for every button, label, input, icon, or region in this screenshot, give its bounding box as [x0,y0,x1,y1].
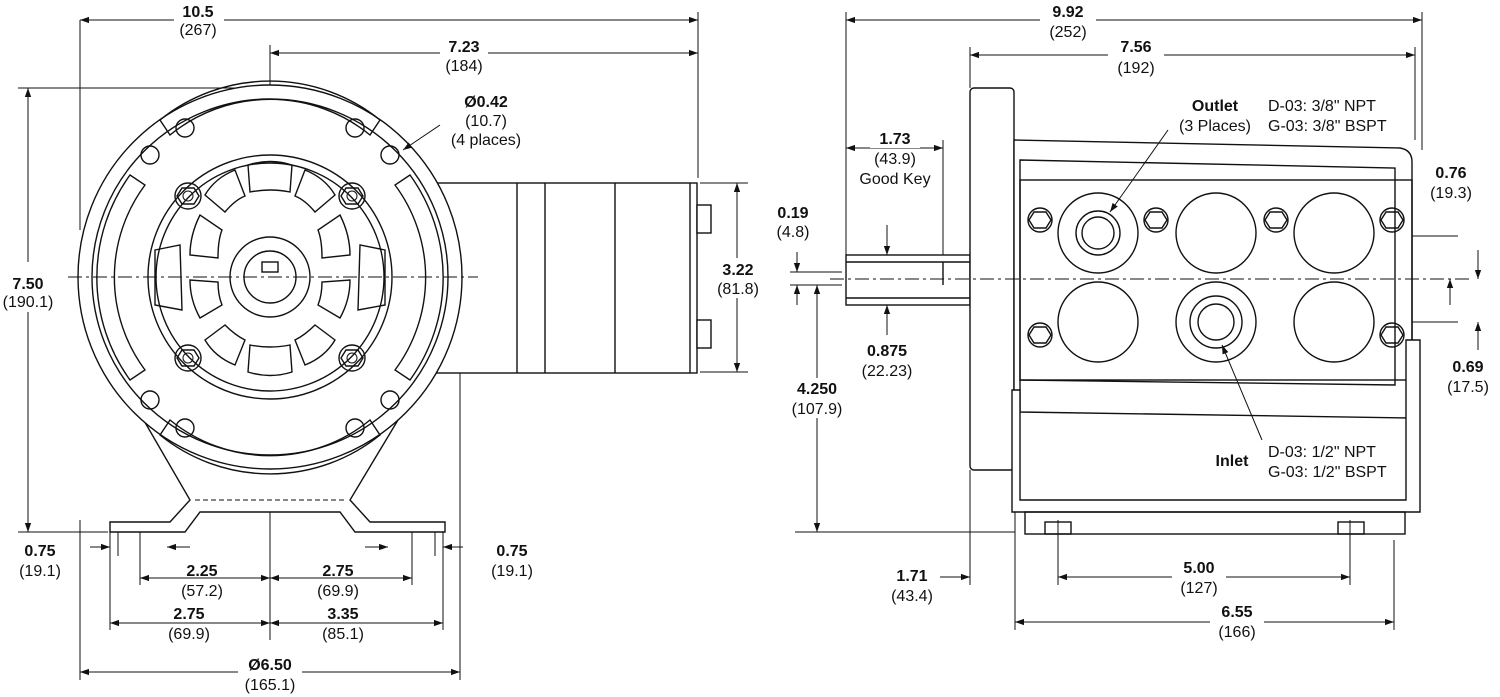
dim-foot-left-metric: (19.1) [19,563,61,580]
dim-shaft-dia-metric: (22.23) [862,363,913,380]
dim-flange-to-hole-metric: (43.4) [891,588,933,605]
dim-shaft-height: 4.250 [797,381,837,398]
dim-overall-length-metric: (252) [1049,24,1086,41]
inlet-spec-g03: G-03: 1/2" BSPT [1268,464,1387,481]
dim-foot-left: 0.75 [24,543,55,560]
dim-hole-metric: (10.7) [465,113,507,130]
outlet-spec-d03: D-03: 3/8" NPT [1268,98,1376,115]
dim-shaft-height-metric: (107.9) [792,401,843,418]
inlet-label: Inlet [1216,453,1250,470]
dim-body-height-metric: (81.8) [717,281,759,298]
dim-hole-spacing: 5.00 [1183,560,1214,577]
dim-body-height: 3.22 [722,262,753,279]
outlet-label: Outlet [1192,98,1239,115]
dim-lower-offset-metric: (17.5) [1447,379,1489,396]
dim-hole-spacing-metric: (127) [1180,580,1217,597]
dim-shaft-to-end-metric: (184) [445,58,482,75]
dim-flange-to-hole: 1.71 [896,568,927,585]
dim-overall-width: 10.5 [182,4,213,21]
dim-foot-right: 0.75 [496,543,527,560]
dim-foot-right-metric: (19.1) [491,563,533,580]
dim-base-left-metric: (69.9) [168,626,210,643]
dim-shaft-to-end: 7.23 [448,39,479,56]
dim-key-note: Good Key [859,171,930,188]
dim-base-right-metric: (85.1) [322,626,364,643]
dim-slot-left: 2.25 [186,563,217,580]
dim-lower-offset: 0.69 [1452,359,1483,376]
outlet-spec-g03: G-03: 3/8" BSPT [1268,118,1387,135]
dim-base-length-metric: (166) [1218,624,1255,641]
dim-key-length-metric: (43.9) [874,151,916,168]
dim-shaft-dia: 0.875 [867,343,907,360]
dim-frame-dia: Ø6.50 [248,657,292,674]
dim-hole: Ø0.42 [464,94,508,111]
end-view: 10.5 (267) 7.23 (184) Ø0.42 (10.7) (4 pl… [0,4,764,694]
outlet-note: (3 Places) [1179,118,1251,135]
dim-overall-width-metric: (267) [179,22,216,39]
dim-base-left: 2.75 [173,606,204,623]
inlet-spec-d03: D-03: 1/2" NPT [1268,444,1376,461]
side-view: 9.92 (252) 7.56 (192) 1.73 (43.9) Good K… [777,3,1489,641]
dim-slot-left-metric: (57.2) [181,583,223,600]
dim-flange-to-end-metric: (192) [1117,60,1154,77]
dim-key-length: 1.73 [879,131,910,148]
dim-overall-height-metric: (190.1) [3,294,54,311]
dim-slot-right-metric: (69.9) [317,583,359,600]
dim-base-right: 3.35 [327,606,358,623]
dim-upper-offset-metric: (19.3) [1430,185,1472,202]
dim-frame-dia-metric: (165.1) [245,677,296,694]
dim-flange-to-end: 7.56 [1120,39,1151,56]
dim-slot-right: 2.75 [322,563,353,580]
dim-key-width-metric: (4.8) [777,224,810,241]
dim-overall-height: 7.50 [12,276,43,293]
dim-hole-note: (4 places) [451,132,521,149]
dim-overall-length: 9.92 [1052,4,1083,21]
dim-key-width: 0.19 [777,205,808,222]
dim-base-length: 6.55 [1221,604,1252,621]
dim-upper-offset: 0.76 [1435,165,1466,182]
